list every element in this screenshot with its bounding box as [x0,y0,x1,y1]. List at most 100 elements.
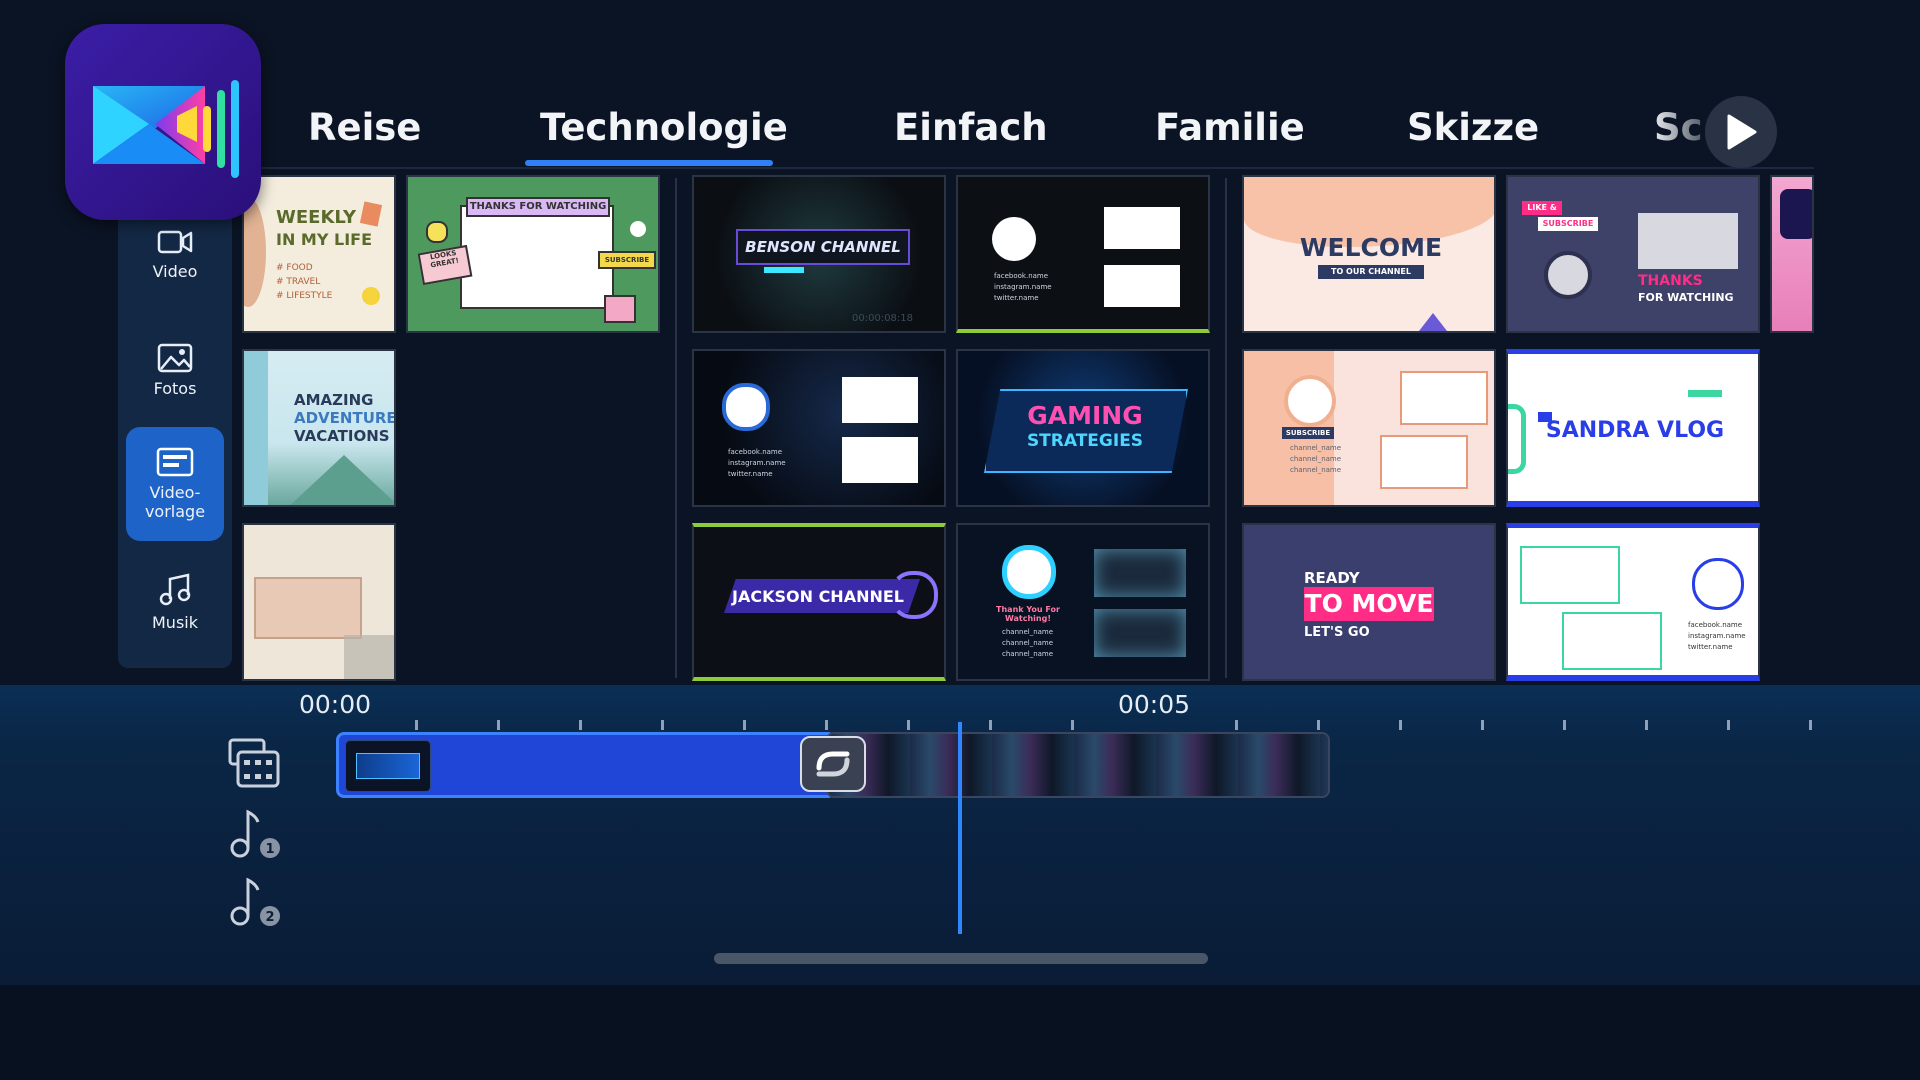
sidebar-item-video[interactable]: Video [126,200,224,308]
thumbnail-plate [356,753,420,779]
template-like-subscribe[interactable]: LIKE & SUBSCRIBE THANKS FOR WATCHING [1506,175,1760,333]
sticker: SUBSCRIBE [598,251,656,269]
media-sidebar [118,170,232,668]
template-thanks-for-watching[interactable]: THANKS FOR WATCHING LOOKS GREAT! SUBSCRI… [406,175,660,333]
video-track-icon [228,738,280,788]
video-track-button[interactable] [226,738,282,790]
template-subtitle: FOR WATCHING [1638,291,1734,304]
tab-familie[interactable]: Familie [1155,106,1305,149]
template-sandra-vlog[interactable]: SANDRA VLOG [1506,349,1760,507]
mountain-shape [284,455,394,505]
template-white-socials[interactable]: facebook.name instagram.name twitter.nam… [1506,523,1760,681]
channel-row: channel_name [1002,650,1054,658]
bulb-icon [426,221,448,243]
template-jackson-channel[interactable]: JACKSON CHANNEL [692,523,946,681]
app-badge [1780,189,1812,239]
template-benson-channel[interactable]: BENSON CHANNEL 00:00:08:18 [692,175,946,333]
scroll-tabs-right-button[interactable] [1705,96,1777,168]
time-marker-mid: 00:05 [1118,690,1191,719]
ruler-tick [1645,720,1648,730]
social-instagram: instagram.name [994,283,1052,291]
tab-reise[interactable]: Reise [308,106,422,149]
template-subscribe-peach[interactable]: SUBSCRIBE channel_name channel_name chan… [1242,349,1496,507]
template-digital-socials[interactable]: facebook.name instagram.name twitter.nam… [692,349,946,507]
social-list: facebook.name instagram.name twitter.nam… [1688,620,1746,653]
music-track-1-icon: 1 [230,809,280,858]
avatar-circle [1692,558,1744,610]
track-badge: 1 [265,842,274,857]
column-separator [1225,178,1227,678]
music-note-icon [159,572,191,605]
music-track-2-button[interactable]: 2 [226,876,282,930]
ruler-tick [1563,720,1566,730]
timecode-text: 00:00:08:18 [852,313,914,324]
transition-button[interactable] [800,736,866,792]
tag: # FOOD [276,263,313,273]
template-banner: THANKS FOR WATCHING [466,197,610,217]
video-frame [1104,265,1180,307]
template-title: BENSON CHANNEL [736,229,910,265]
template-subtitle: TO OUR CHANNEL [1318,265,1424,279]
video-frame [1094,549,1186,597]
video-frame [1104,207,1180,249]
template-vintage-map[interactable] [242,523,396,681]
template-thank-you[interactable]: Thank You For Watching! channel_name cha… [956,523,1210,681]
timeline-scrollbar[interactable] [714,953,1208,964]
ruler-tick [1235,720,1238,730]
social-list: facebook.name instagram.name twitter.nam… [994,271,1052,304]
video-frame [1562,612,1662,670]
ruler-tick [989,720,992,730]
channel-row: channel_name [1290,444,1342,452]
channel-list: channel_name channel_name channel_name [1002,627,1053,660]
template-gaming-strategies[interactable]: GAMING STRATEGIES [956,349,1210,507]
music-track-1-button[interactable]: 1 [226,808,282,862]
ruler-tick [497,720,500,730]
ruler-tick [1809,720,1812,730]
template-amazing-adventures[interactable]: AMAZING ADVENTURES VACATIONS [242,349,396,507]
timeline-clip-template[interactable] [336,732,836,798]
template-subtitle: STRATEGIES [1026,431,1144,451]
template-subtitle: IN MY LIFE [276,230,372,249]
video-frame [1094,609,1186,657]
decor-bar [764,267,804,273]
template-ready-to-move[interactable]: READY TO MOVE LET'S GO [1242,523,1496,681]
social-instagram: instagram.name [728,459,786,467]
active-tab-indicator [525,160,773,166]
template-line: ADVENTURES [294,409,396,427]
decor-shape [244,197,266,307]
decor-shape [344,635,394,679]
smiley-icon [362,287,380,305]
tab-divider [240,167,1814,169]
template-tech-socials[interactable]: facebook.name instagram.name twitter.nam… [956,175,1210,333]
tab-skizze[interactable]: Skizze [1407,106,1540,149]
triangle-shape [1419,313,1447,331]
template-weekly-in-my-life[interactable]: WEEKLY IN MY LIFE # FOOD # TRAVEL # LIFE… [242,175,396,333]
video-frame [1400,371,1488,425]
avatar-circle [1544,251,1592,299]
timeline-clip-video[interactable] [826,732,1330,798]
clip-thumbnail [345,740,431,792]
tab-einfach[interactable]: Einfach [894,106,1048,149]
social-facebook: facebook.name [1688,621,1743,629]
video-frame [842,377,918,423]
flower-icon [630,221,646,237]
sidebar-item-fotos[interactable]: Fotos [126,316,224,424]
sidebar-item-musik[interactable]: Musik [126,548,224,656]
template-partial[interactable] [1770,175,1814,333]
template-title: GAMING [1027,401,1143,430]
channel-list: channel_name channel_name channel_name [1290,443,1341,476]
template-title: WELCOME [1299,233,1443,262]
video-frame [1638,213,1738,269]
channel-row: channel_name [1002,639,1054,647]
avatar-circle [1002,545,1056,599]
tag: # TRAVEL [276,277,321,287]
social-twitter: twitter.name [994,294,1039,302]
sidebar-item-video-template[interactable]: Video- vorlage [126,427,224,541]
template-welcome[interactable]: WELCOME TO OUR CHANNEL [1242,175,1496,333]
decor-ring [1508,404,1526,474]
social-instagram: instagram.name [1688,632,1746,640]
subscribe-badge: SUBSCRIBE [1282,427,1334,439]
tab-technologie[interactable]: Technologie [540,106,788,149]
music-track-2-icon: 2 [230,877,280,926]
playhead[interactable] [958,722,962,934]
